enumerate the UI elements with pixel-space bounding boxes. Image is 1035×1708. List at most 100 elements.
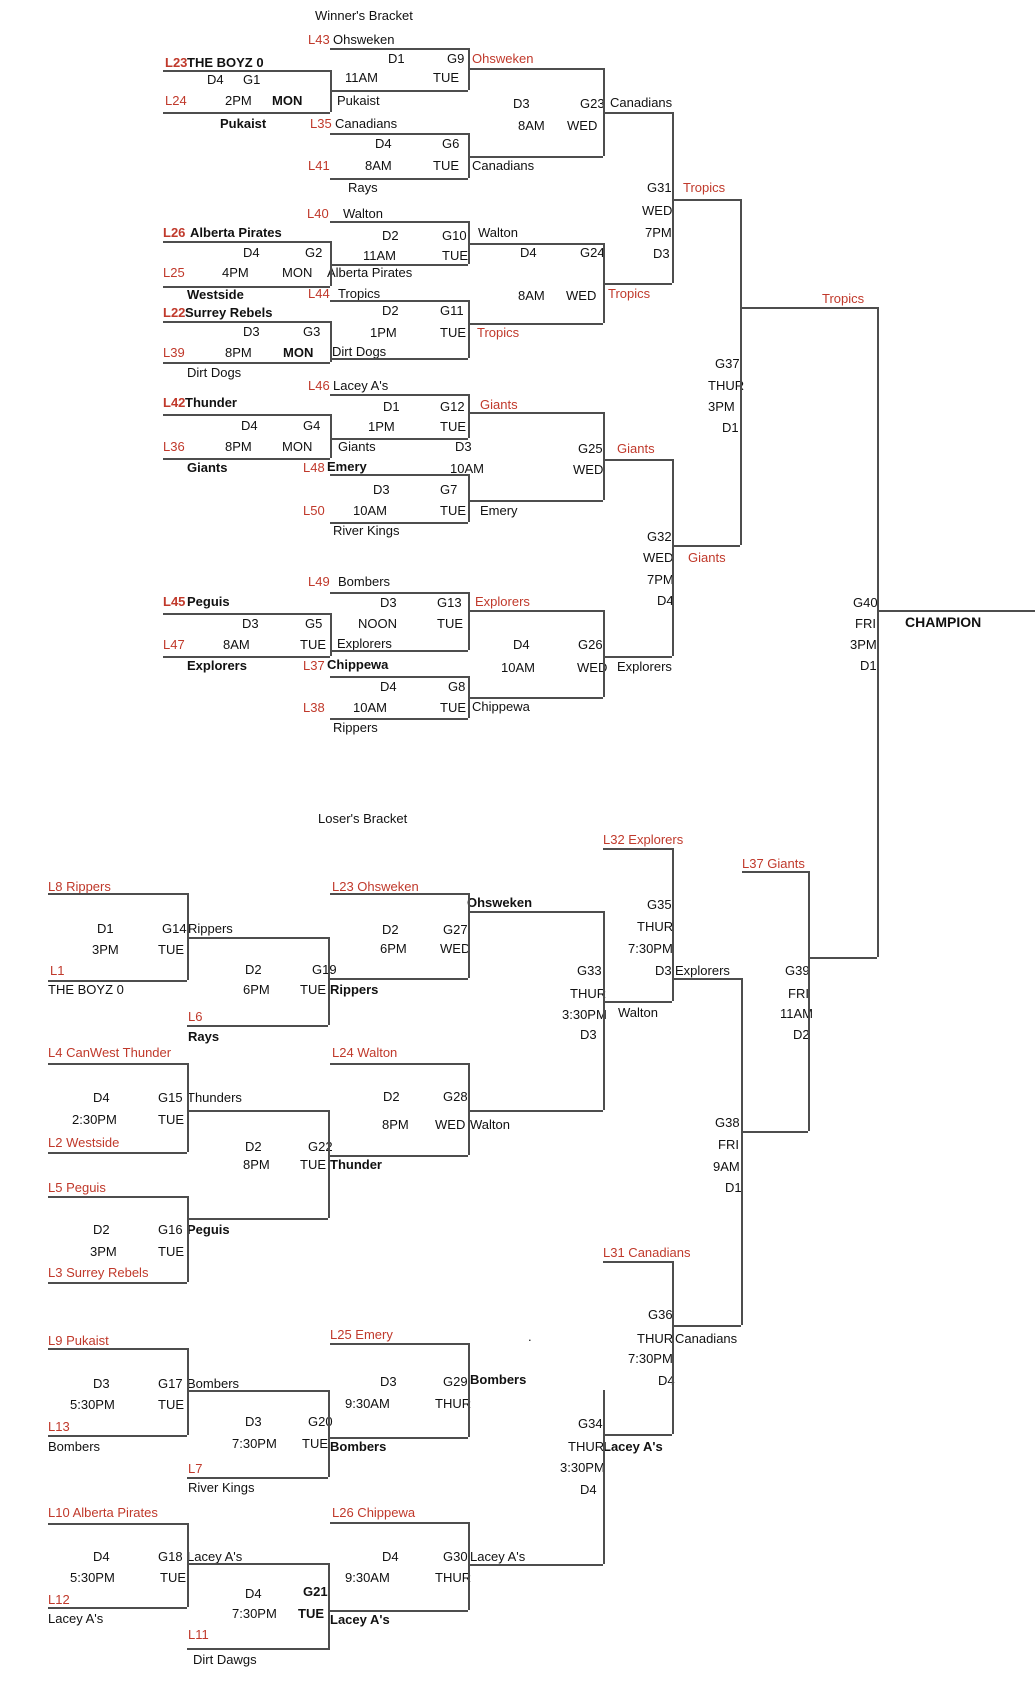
line-g26-right [603,610,605,697]
line-g34-out [603,1434,672,1436]
label-tue: TUE [158,1397,184,1412]
label-thur: THUR [435,1570,472,1585]
line-g14-top [48,893,187,895]
label-1pm: 1PM [368,419,395,434]
label-g33: G33 [577,963,602,978]
line-g22-right [328,1110,330,1218]
line-g18-top [48,1523,187,1525]
label-d1: D1 [97,921,114,936]
label-walton: Walton [470,1117,510,1132]
label-ohsweken: Ohsweken [333,32,395,47]
label-g40: G40 [853,595,878,610]
label-g29: G29 [443,1374,468,1389]
line-g12-out [468,412,603,414]
line-g15-top [48,1063,187,1065]
label-loser-s-bracket: Loser's Bracket [318,811,408,826]
label-g22: G22 [308,1139,333,1154]
label-2pm: 2PM [225,93,252,108]
label-canadians: Canadians [335,116,398,131]
label-g7: G7 [440,482,458,497]
line-final-right [877,307,879,957]
label-l5-peguis: L5 Peguis [48,1180,106,1195]
label-g8: G8 [448,679,466,694]
label-l25-emery: L25 Emery [330,1327,393,1342]
label-8am: 8AM [518,118,545,133]
line-g18-right [187,1523,189,1607]
label-8am: 8AM [223,637,250,652]
label-g30: G30 [443,1549,468,1564]
label-g39: G39 [785,963,810,978]
line-g24-right [603,243,605,323]
label-l45: L45 [163,594,186,609]
label-d4: D4 [243,245,260,260]
line-g25-out [603,459,672,461]
label-3pm: 3PM [850,637,877,652]
label-l43: L43 [308,32,330,47]
label-l38: L38 [303,700,325,715]
label-rippers: Rippers [333,720,378,735]
line-g10-right [468,221,470,264]
label-8am: 8AM [365,158,392,173]
line-g23-out [603,112,672,114]
label-walton: Walton [478,225,518,240]
label-thunder: Thunder [185,395,237,410]
label-l23: L23 [165,55,188,70]
line-g9-right [468,48,470,90]
label-d2: D2 [245,962,262,977]
label-mon: MON [272,93,303,108]
label-g31: G31 [647,180,672,195]
label-g14: G14 [162,921,187,936]
line-g3-right [330,321,332,362]
label-lacey-a-s: Lacey A's [470,1549,526,1564]
label-l6: L6 [188,1009,203,1024]
label-l50: L50 [303,503,325,518]
label-the-boyz-0: THE BOYZ 0 [48,982,124,997]
label-rippers: Rippers [188,921,233,936]
line-g19-right [328,937,330,1025]
label-l36: L36 [163,439,185,454]
label-g18: G18 [158,1549,183,1564]
label-l11: L11 [188,1627,209,1642]
label-lacey-a-s: Lacey A's [330,1612,390,1627]
label-tue: TUE [440,325,466,340]
label-l25: L25 [163,265,185,280]
label-thur: THUR [637,1331,674,1346]
label-explorers: Explorers [475,594,530,609]
label-d1: D1 [725,1180,742,1195]
line-g39-top [742,871,808,873]
label-g12: G12 [440,399,465,414]
line-g38-out [741,1131,808,1133]
line-g16-right [187,1196,189,1282]
label-g35: G35 [647,897,672,912]
line-g33-right [603,911,605,1110]
label-7pm: 7PM [645,225,672,240]
line-g8-out [468,697,603,699]
line-g35-out [672,978,741,980]
label-8pm: 8PM [225,345,252,360]
line-g13-top [330,592,468,594]
line-g21-out [328,1610,468,1612]
label-5-30pm: 5:30PM [70,1570,115,1585]
label-explorers: Explorers [675,963,730,978]
label-d3: D3 [242,616,259,631]
label-wed: WED [435,1117,466,1132]
label-walton: Walton [618,1005,658,1020]
line-g28-out [468,1110,603,1112]
label-d3: D3 [455,439,472,454]
label-g10: G10 [442,228,467,243]
label-wed: WED [440,941,471,956]
line-g12-right [468,394,470,438]
label-chippewa: Chippewa [472,699,530,714]
line-g9-out [468,68,603,70]
label-l39: L39 [163,345,185,360]
line-g7-top [330,474,468,476]
line-g13-bottom [330,650,468,652]
label-d4: D4 [580,1482,597,1497]
label-g38: G38 [715,1115,740,1130]
label-9-30am: 9:30AM [345,1396,390,1411]
label-d4: D4 [380,679,397,694]
label-river-kings: River Kings [188,1480,255,1495]
line-g17-top [48,1348,187,1350]
line-g32-out [672,545,740,547]
